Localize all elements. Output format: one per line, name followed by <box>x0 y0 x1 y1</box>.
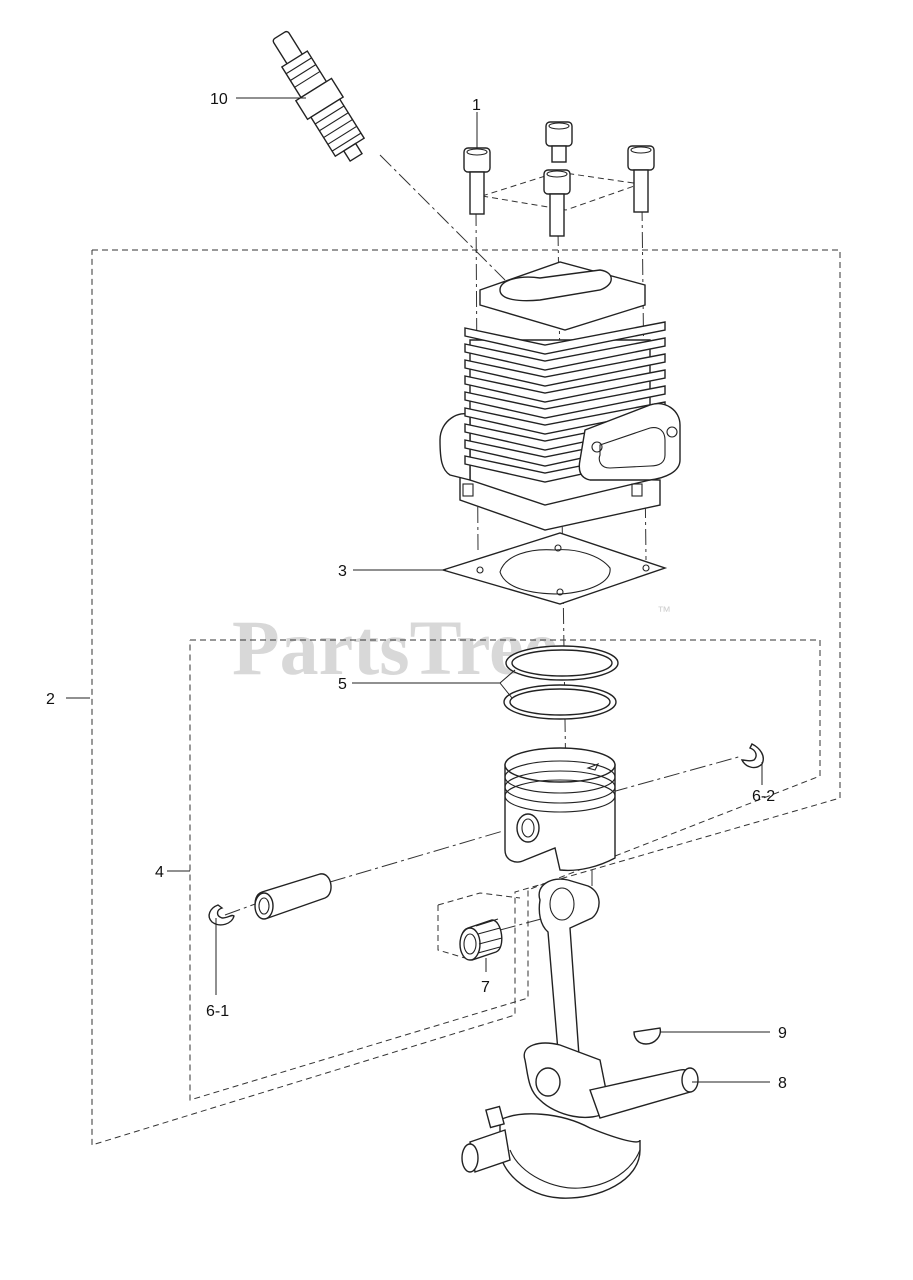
centerline-spark-plug <box>379 154 506 281</box>
leader-5-lower <box>499 682 513 699</box>
centerline-wrist-pin <box>329 825 521 883</box>
gasket-part <box>440 532 668 605</box>
piston-ring-upper-part <box>505 645 619 681</box>
callout-2: 2 <box>46 691 55 708</box>
woodruff-key-part <box>633 1027 662 1045</box>
callout-10: 10 <box>210 91 228 108</box>
crankshaft-part <box>461 878 699 1199</box>
bolt-part-left <box>463 147 491 215</box>
callout-8: 8 <box>778 1075 787 1092</box>
circlip-right-part <box>740 743 764 769</box>
spark-plug-part <box>272 30 366 163</box>
cylinder-part <box>439 261 681 531</box>
wrist-pin-part <box>254 873 332 920</box>
piston-ring-lower-part <box>503 684 617 720</box>
circlip-left-part <box>208 904 235 926</box>
callout-3: 3 <box>338 563 347 580</box>
centerline-bearing <box>499 917 546 931</box>
callout-6-2: 6-2 <box>752 788 775 805</box>
callout-7: 7 <box>481 979 490 996</box>
needle-bearing-part <box>459 918 503 961</box>
assembly-boundary-7b <box>437 905 466 959</box>
callout-5: 5 <box>338 676 347 693</box>
bolt-part-front <box>543 169 571 237</box>
centerline-circlip-right <box>611 755 743 793</box>
watermark-trademark: ™ <box>657 603 671 619</box>
assembly-boundary-4 <box>189 639 821 1101</box>
bolt-part-right <box>627 145 655 213</box>
assembly-boundary-2 <box>91 249 841 1146</box>
callout-9: 9 <box>778 1025 787 1042</box>
watermark-text: PartsTree <box>232 604 558 691</box>
callout-6-1: 6-1 <box>206 1003 229 1020</box>
piston-part <box>504 747 616 872</box>
centerline-circlip-left <box>224 902 259 916</box>
bolt-part-top <box>545 121 573 163</box>
callout-1: 1 <box>472 97 481 114</box>
callout-4: 4 <box>155 864 164 881</box>
assembly-boundary-7 <box>437 892 521 906</box>
